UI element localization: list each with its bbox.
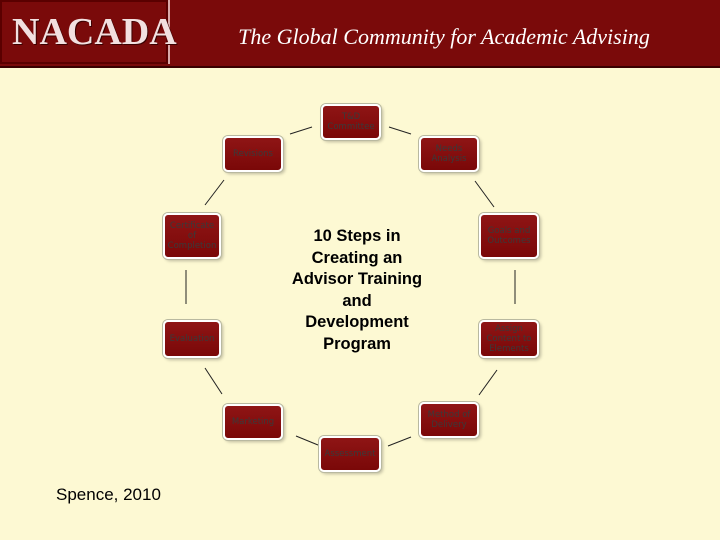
- step-goals-outcomes: Goals and Outcomes: [479, 213, 539, 259]
- header-banner: NACADA The Global Community for Academic…: [0, 0, 720, 68]
- step-revisions: Revisions: [223, 136, 283, 172]
- connector-7: [204, 367, 223, 395]
- connector-9: [204, 179, 225, 206]
- connector-5: [387, 436, 412, 447]
- connector-4: [478, 369, 498, 396]
- step-assessment: Assessment: [319, 436, 381, 472]
- connector-10: [289, 126, 313, 135]
- connector-6: [295, 435, 319, 446]
- header-tagline: The Global Community for Academic Advisi…: [238, 24, 650, 49]
- step-assign-content: Assign Content to Elements: [479, 320, 539, 358]
- step-method-delivery: Method of Delivery: [419, 402, 479, 438]
- step-certificate-completion: Certificate of Completion: [163, 213, 221, 259]
- step-td-committee: T&D Committee: [321, 104, 381, 140]
- logo-text: NACADA: [12, 11, 177, 53]
- connector-1: [388, 126, 412, 135]
- nacada-logo: NACADA: [0, 0, 177, 64]
- diagram-title: 10 Steps in Creating an Advisor Training…: [291, 227, 423, 353]
- connector-2: [474, 180, 495, 208]
- step-marketing: Marketing: [223, 404, 283, 440]
- step-needs-analysis: Needs Analysis: [419, 136, 479, 172]
- step-evaluation: Evaluation: [163, 320, 221, 358]
- citation: Spence, 2010: [56, 485, 161, 504]
